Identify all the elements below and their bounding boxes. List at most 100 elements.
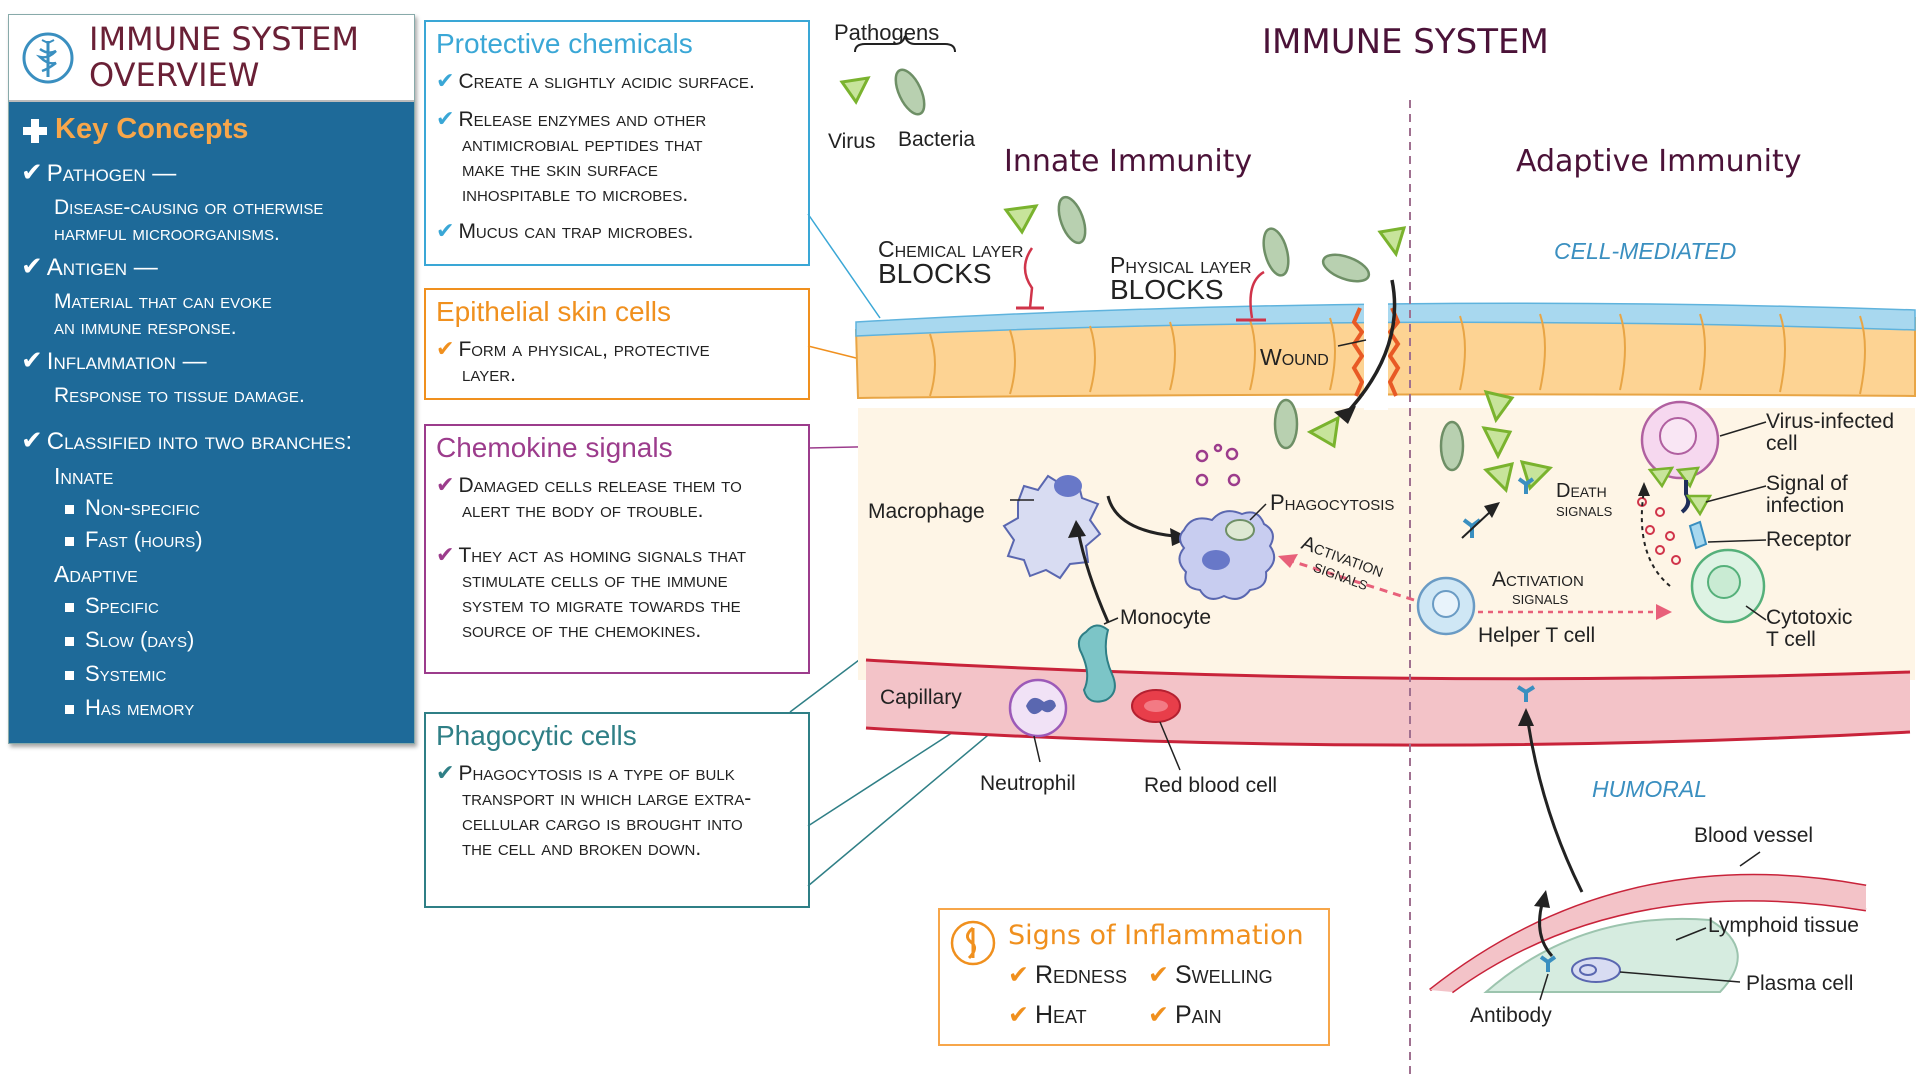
concept-pathogen-text1: Disease-causing or otherwise	[54, 196, 324, 219]
infected-cell-nucleus	[1659, 417, 1697, 455]
leader-line	[1739, 851, 1761, 867]
arrow	[1106, 495, 1175, 538]
protective-item-2-line2: antimicrobial peptides that	[462, 133, 703, 156]
phagocytic-line3: cellular cargo is brought into	[462, 812, 743, 835]
virus-infected-label-1: Virus-infected	[1766, 410, 1895, 433]
protective-item-3: ✔Mucus can trap microbes.	[436, 218, 693, 244]
protective-chemicals-title: Protective chemicals	[436, 28, 693, 59]
adaptive-item: Has memory	[65, 695, 194, 721]
virus-icon	[1481, 426, 1513, 460]
t-cell-receptor	[1688, 520, 1708, 550]
epithelial-cell-borders	[929, 313, 1866, 397]
rbc-center	[1144, 700, 1168, 712]
capillary-label: Capillary	[880, 686, 962, 709]
check-icon: ✔	[1148, 961, 1169, 989]
arrow	[1538, 903, 1554, 958]
arrow-head	[1068, 520, 1086, 538]
virus-icon	[1003, 204, 1039, 235]
adaptive-item: Slow (days)	[65, 627, 194, 653]
adaptive-item: Specific	[65, 593, 159, 619]
leader-line	[1707, 539, 1767, 543]
plasma-cell-label: Plasma cell	[1746, 972, 1854, 995]
macrophage-nucleus	[1054, 475, 1082, 497]
wound-edge	[1351, 307, 1365, 397]
inflammation-title: Signs of Inflammation	[1008, 920, 1304, 951]
chemokine-item-1-line1: Damaged cells release them to	[458, 474, 742, 497]
neutrophil-label: Neutrophil	[980, 772, 1076, 795]
capillary	[866, 660, 1910, 746]
chemokine-item-2-line2: stimulate cells of the immune	[462, 569, 728, 592]
leader-line	[1103, 617, 1119, 625]
monocyte-cell	[1077, 624, 1116, 703]
sign-swelling-text: Swelling	[1174, 961, 1273, 989]
check-icon: ✔	[21, 157, 43, 187]
sign-heat-text: Heat	[1034, 1001, 1087, 1029]
antibody-icon	[1539, 955, 1557, 972]
arrow-head	[1484, 502, 1500, 518]
arrow	[1076, 529, 1110, 623]
bacteria-icon	[1057, 195, 1087, 245]
check-icon: ✔	[436, 472, 455, 497]
branch-adaptive: Adaptive	[54, 561, 138, 587]
branch-innate: Innate	[54, 463, 114, 489]
lymphoid-tissue-label: Lymphoid tissue	[1708, 914, 1859, 937]
leader-line	[1745, 605, 1767, 621]
concept-antigen-text1: Material that can evoke	[54, 290, 272, 313]
epithelial-title: Epithelial skin cells	[436, 296, 671, 327]
panel-title: IMMUNE SYSTEM OVERVIEW	[89, 21, 409, 93]
concept-pathogen: ✔Pathogen —	[21, 157, 176, 188]
cell-mediated-label: CELL-MEDIATED	[1554, 238, 1737, 264]
brace	[854, 35, 956, 53]
innate-item: Fast (hours)	[65, 527, 203, 553]
concept-pathogen-head: Pathogen —	[46, 160, 177, 187]
phagocytosis-label: Phagocytosis	[1270, 490, 1395, 515]
arrow-head	[1534, 890, 1550, 908]
check-icon: ✔	[21, 251, 43, 281]
leader-line	[1719, 421, 1767, 437]
leader-line	[1249, 503, 1267, 521]
leader-line	[1337, 339, 1367, 347]
virus-icon	[1675, 466, 1701, 489]
leader-line	[1619, 971, 1741, 983]
concept-antigen-text2: an immune response.	[54, 316, 237, 339]
concept-pathogen-text2: harmful microorganisms.	[54, 222, 280, 245]
bacteria-icon	[1273, 398, 1299, 450]
caduceus-icon	[22, 32, 74, 84]
phagocytic-title: Phagocytic cells	[436, 720, 637, 751]
phagocytic-line4: the cell and broken down.	[462, 837, 702, 860]
connector-line	[807, 213, 881, 319]
arrow-head	[1518, 708, 1534, 726]
bacteria-icon	[1262, 227, 1290, 277]
leader-line	[1539, 973, 1549, 1001]
protective-item-2: ✔Release enzymes and other	[436, 106, 706, 132]
check-icon: ✔	[436, 106, 455, 131]
concept-inflammation-text: Response to tissue damage.	[54, 384, 305, 407]
epithelial-cells-box: Epithelial skin cells ✔Form a physical, …	[424, 288, 810, 400]
humoral-label: HUMORAL	[1592, 776, 1708, 802]
arrow	[1526, 721, 1584, 893]
neutrophil-nucleus	[1026, 697, 1056, 715]
cytotoxic-label-2: T cell	[1766, 628, 1816, 651]
protective-item-1: ✔Create a slightly acidic surface.	[436, 68, 755, 94]
panel-body: Key Concepts ✔Pathogen — Disease-causing…	[9, 103, 414, 743]
virus-icon	[1483, 389, 1515, 424]
chemokine-item-1: ✔Damaged cells release them to	[436, 472, 742, 498]
chemokine-item-2: ✔They act as homing signals that	[436, 542, 746, 568]
blood-vessel	[1430, 875, 1866, 992]
panel-title-line1: IMMUNE SYSTEM	[89, 20, 359, 58]
death-label: Death	[1556, 480, 1607, 502]
sign-redness-text: Redness	[1034, 961, 1128, 989]
chemokine-signals-box: Chemokine signals ✔Damaged cells release…	[424, 424, 810, 674]
entry-arrow	[1342, 279, 1397, 418]
blood-vessel-label: Blood vessel	[1694, 824, 1814, 847]
protective-item-1-text: Create a slightly acidic surface.	[458, 70, 755, 93]
concept-branches: ✔Classified into two branches:	[21, 425, 352, 456]
cytotoxic-nucleus	[1707, 565, 1741, 599]
leader-line	[1705, 485, 1767, 503]
innate-item: Non-specific	[65, 495, 200, 521]
concept-inflammation-head: Inflammation —	[46, 348, 207, 375]
signals-label-2: signals	[1512, 588, 1569, 608]
virus-infected-label-2: cell	[1766, 432, 1798, 455]
protective-item-2-line3: make the skin surface	[462, 158, 658, 181]
